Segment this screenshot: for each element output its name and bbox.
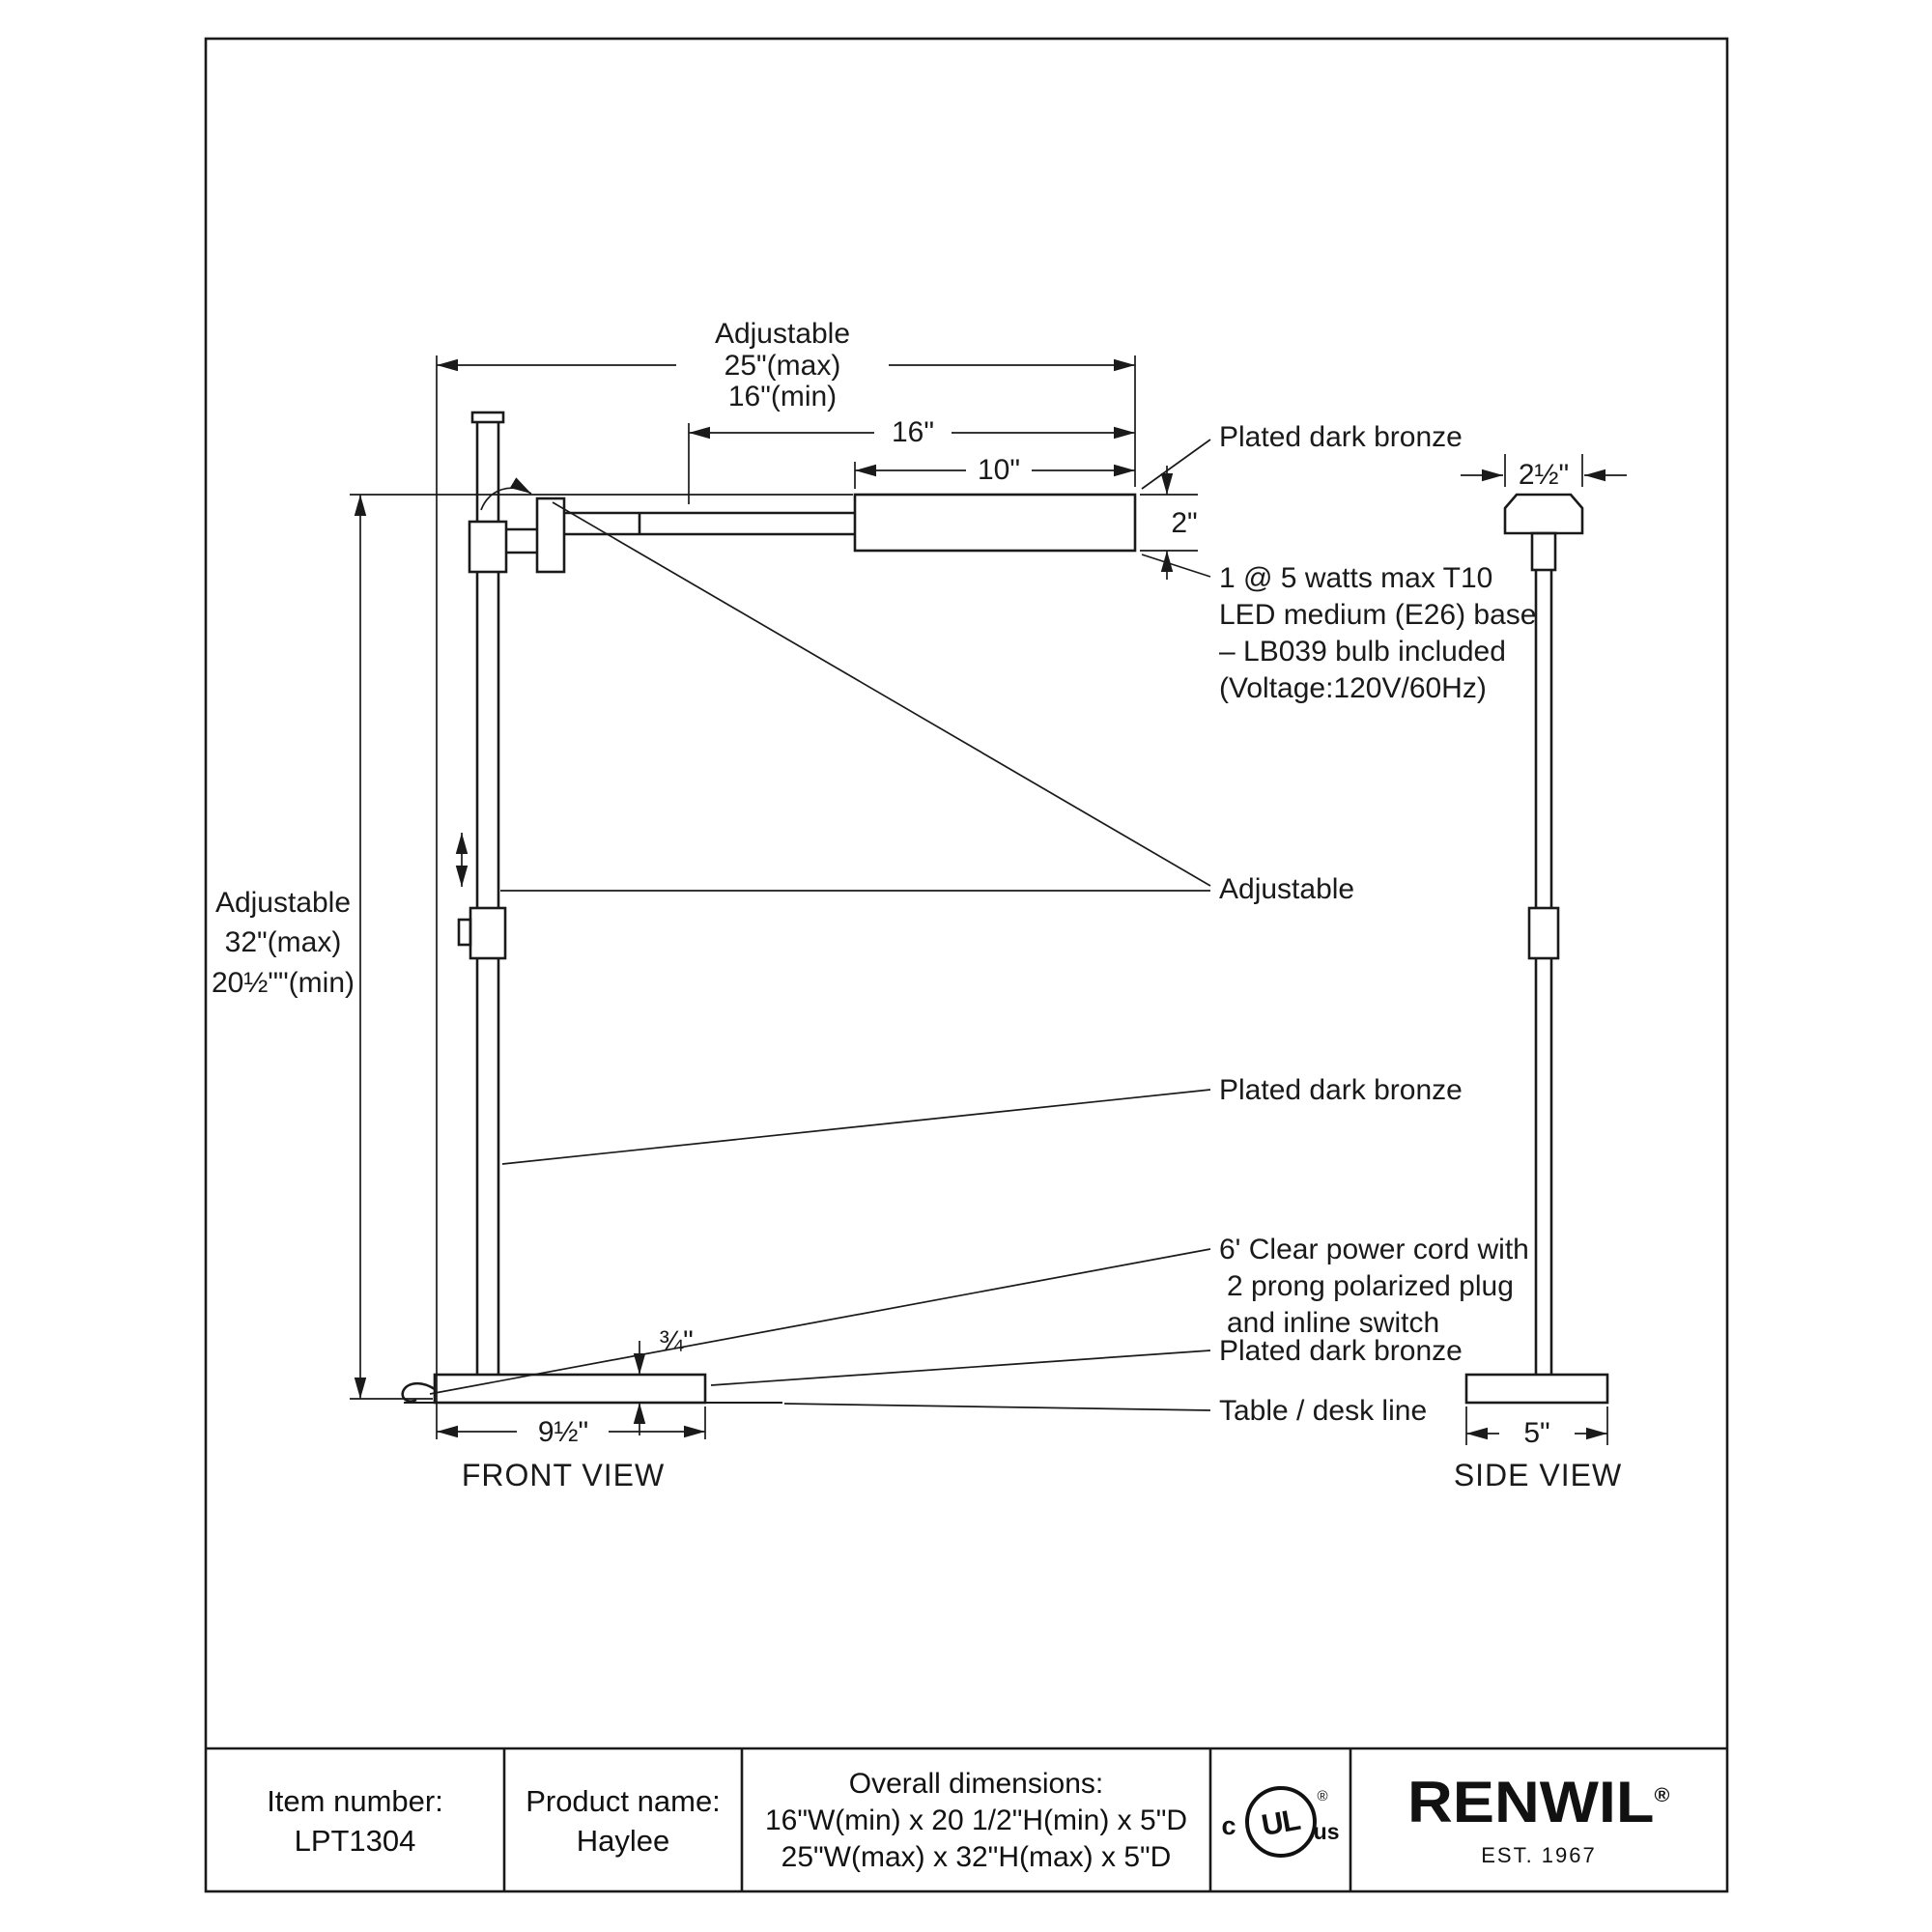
- anno-pole-finish: Plated dark bronze: [1219, 1074, 1463, 1106]
- anno-cord-line3: and inline switch: [1227, 1307, 1439, 1339]
- lamp-base: [433, 1373, 707, 1405]
- product-name-value: Haylee: [576, 1824, 670, 1858]
- anno-adjustable: Adjustable: [1219, 873, 1354, 905]
- dim-top-min: 16"(min): [728, 381, 837, 412]
- swivel-joint: [535, 497, 566, 574]
- dim-left-max: 32"(max): [225, 926, 342, 958]
- arm-sleeve: [468, 520, 508, 574]
- dim-side-base-width: 5": [1523, 1417, 1549, 1449]
- ul-circle-icon: UL: [1244, 1786, 1317, 1858]
- brand-logo: RENWIL®: [1407, 1767, 1670, 1832]
- side-lamp-base: [1464, 1373, 1609, 1405]
- dim-top-adjustable-label: Adjustable: [715, 318, 850, 350]
- ul-letters: UL: [1259, 1802, 1302, 1842]
- dim-base-width: 9½": [538, 1416, 588, 1448]
- dimension-lines: [350, 355, 1627, 1445]
- anno-cord-line2: 2 prong polarized plug: [1227, 1270, 1514, 1302]
- anno-bulb-line3: – LB039 bulb included: [1219, 636, 1506, 668]
- title-block-dimensions-cell: Overall dimensions: 16"W(min) x 20 1/2"H…: [742, 1750, 1210, 1891]
- anno-bulb-line2: LED medium (E26) base: [1219, 599, 1536, 631]
- item-number-value: LPT1304: [294, 1824, 416, 1858]
- brand-established: EST. 1967: [1481, 1843, 1597, 1867]
- side-lamp-head: [1503, 493, 1584, 535]
- front-view-lamp: [401, 411, 1137, 1405]
- front-view-label: FRONT VIEW: [462, 1458, 665, 1492]
- anno-cord-line1: 6' Clear power cord with: [1219, 1234, 1529, 1265]
- dim-side-head-width: 2½": [1519, 459, 1569, 491]
- overall-dimensions-label: Overall dimensions:: [848, 1768, 1104, 1800]
- dim-base-thickness: ¾": [659, 1325, 694, 1357]
- dim-arm-16: 16": [892, 416, 934, 448]
- view-labels: FRONT VIEW SIDE VIEW: [462, 1458, 1622, 1492]
- leader-lines: [429, 439, 1211, 1411]
- side-lamp-neck: [1530, 531, 1557, 572]
- overall-dimensions-min: 16"W(min) x 20 1/2"H(min) x 5"D: [764, 1804, 1188, 1836]
- anno-bulb-line1: 1 @ 5 watts max T10: [1219, 562, 1492, 594]
- lamp-head: [853, 493, 1137, 553]
- dim-top-max: 25"(max): [724, 350, 841, 382]
- title-block-lines: [206, 1747, 1727, 1891]
- pole-cap: [470, 411, 505, 424]
- overall-dimensions-max: 25"W(max) x 32"H(max) x 5"D: [781, 1841, 1172, 1873]
- dim-head-2: 2": [1171, 507, 1197, 539]
- item-number-label: Item number:: [267, 1784, 443, 1818]
- side-pole-collar: [1527, 906, 1560, 960]
- brand-name-text: RENWIL: [1407, 1770, 1655, 1834]
- ul-c-label: c: [1221, 1811, 1236, 1840]
- pole-collar: [469, 906, 507, 960]
- side-view-lamp: [1464, 493, 1609, 1405]
- title-block-certification-cell: c UL us ®: [1210, 1750, 1350, 1891]
- sheet-border: [204, 37, 1729, 1893]
- dim-left-adjustable-label: Adjustable: [215, 887, 351, 919]
- title-block-item-cell: Item number: LPT1304: [206, 1750, 504, 1891]
- ul-registered-symbol: ®: [1317, 1788, 1328, 1804]
- title-block-product-cell: Product name: Haylee: [504, 1750, 742, 1891]
- title-block-brand-cell: RENWIL® EST. 1967: [1350, 1750, 1727, 1891]
- dim-left-min: 20½""(min): [212, 967, 355, 999]
- anno-head-finish: Plated dark bronze: [1219, 421, 1463, 453]
- product-name-label: Product name:: [526, 1784, 721, 1818]
- rotation-arrow: [480, 477, 532, 511]
- collar-knob: [457, 918, 472, 947]
- anno-table-line: Table / desk line: [1219, 1395, 1427, 1427]
- anno-bulb-line4: (Voltage:120V/60Hz): [1219, 672, 1487, 704]
- power-cord: [401, 1381, 436, 1403]
- anno-base-finish: Plated dark bronze: [1219, 1335, 1463, 1367]
- dim-head-10: 10": [978, 454, 1020, 486]
- ul-us-label: us: [1313, 1819, 1340, 1844]
- ul-certification-mark: c UL us ®: [1220, 1775, 1342, 1867]
- annotation-text: Plated dark bronze 1 @ 5 watts max T10 L…: [1219, 421, 1536, 1427]
- dimension-text: Adjustable 25"(max) 16"(min) 16" 10" 2" …: [212, 318, 1569, 1449]
- side-view-label: SIDE VIEW: [1454, 1458, 1622, 1492]
- brand-registered-symbol: ®: [1654, 1785, 1670, 1806]
